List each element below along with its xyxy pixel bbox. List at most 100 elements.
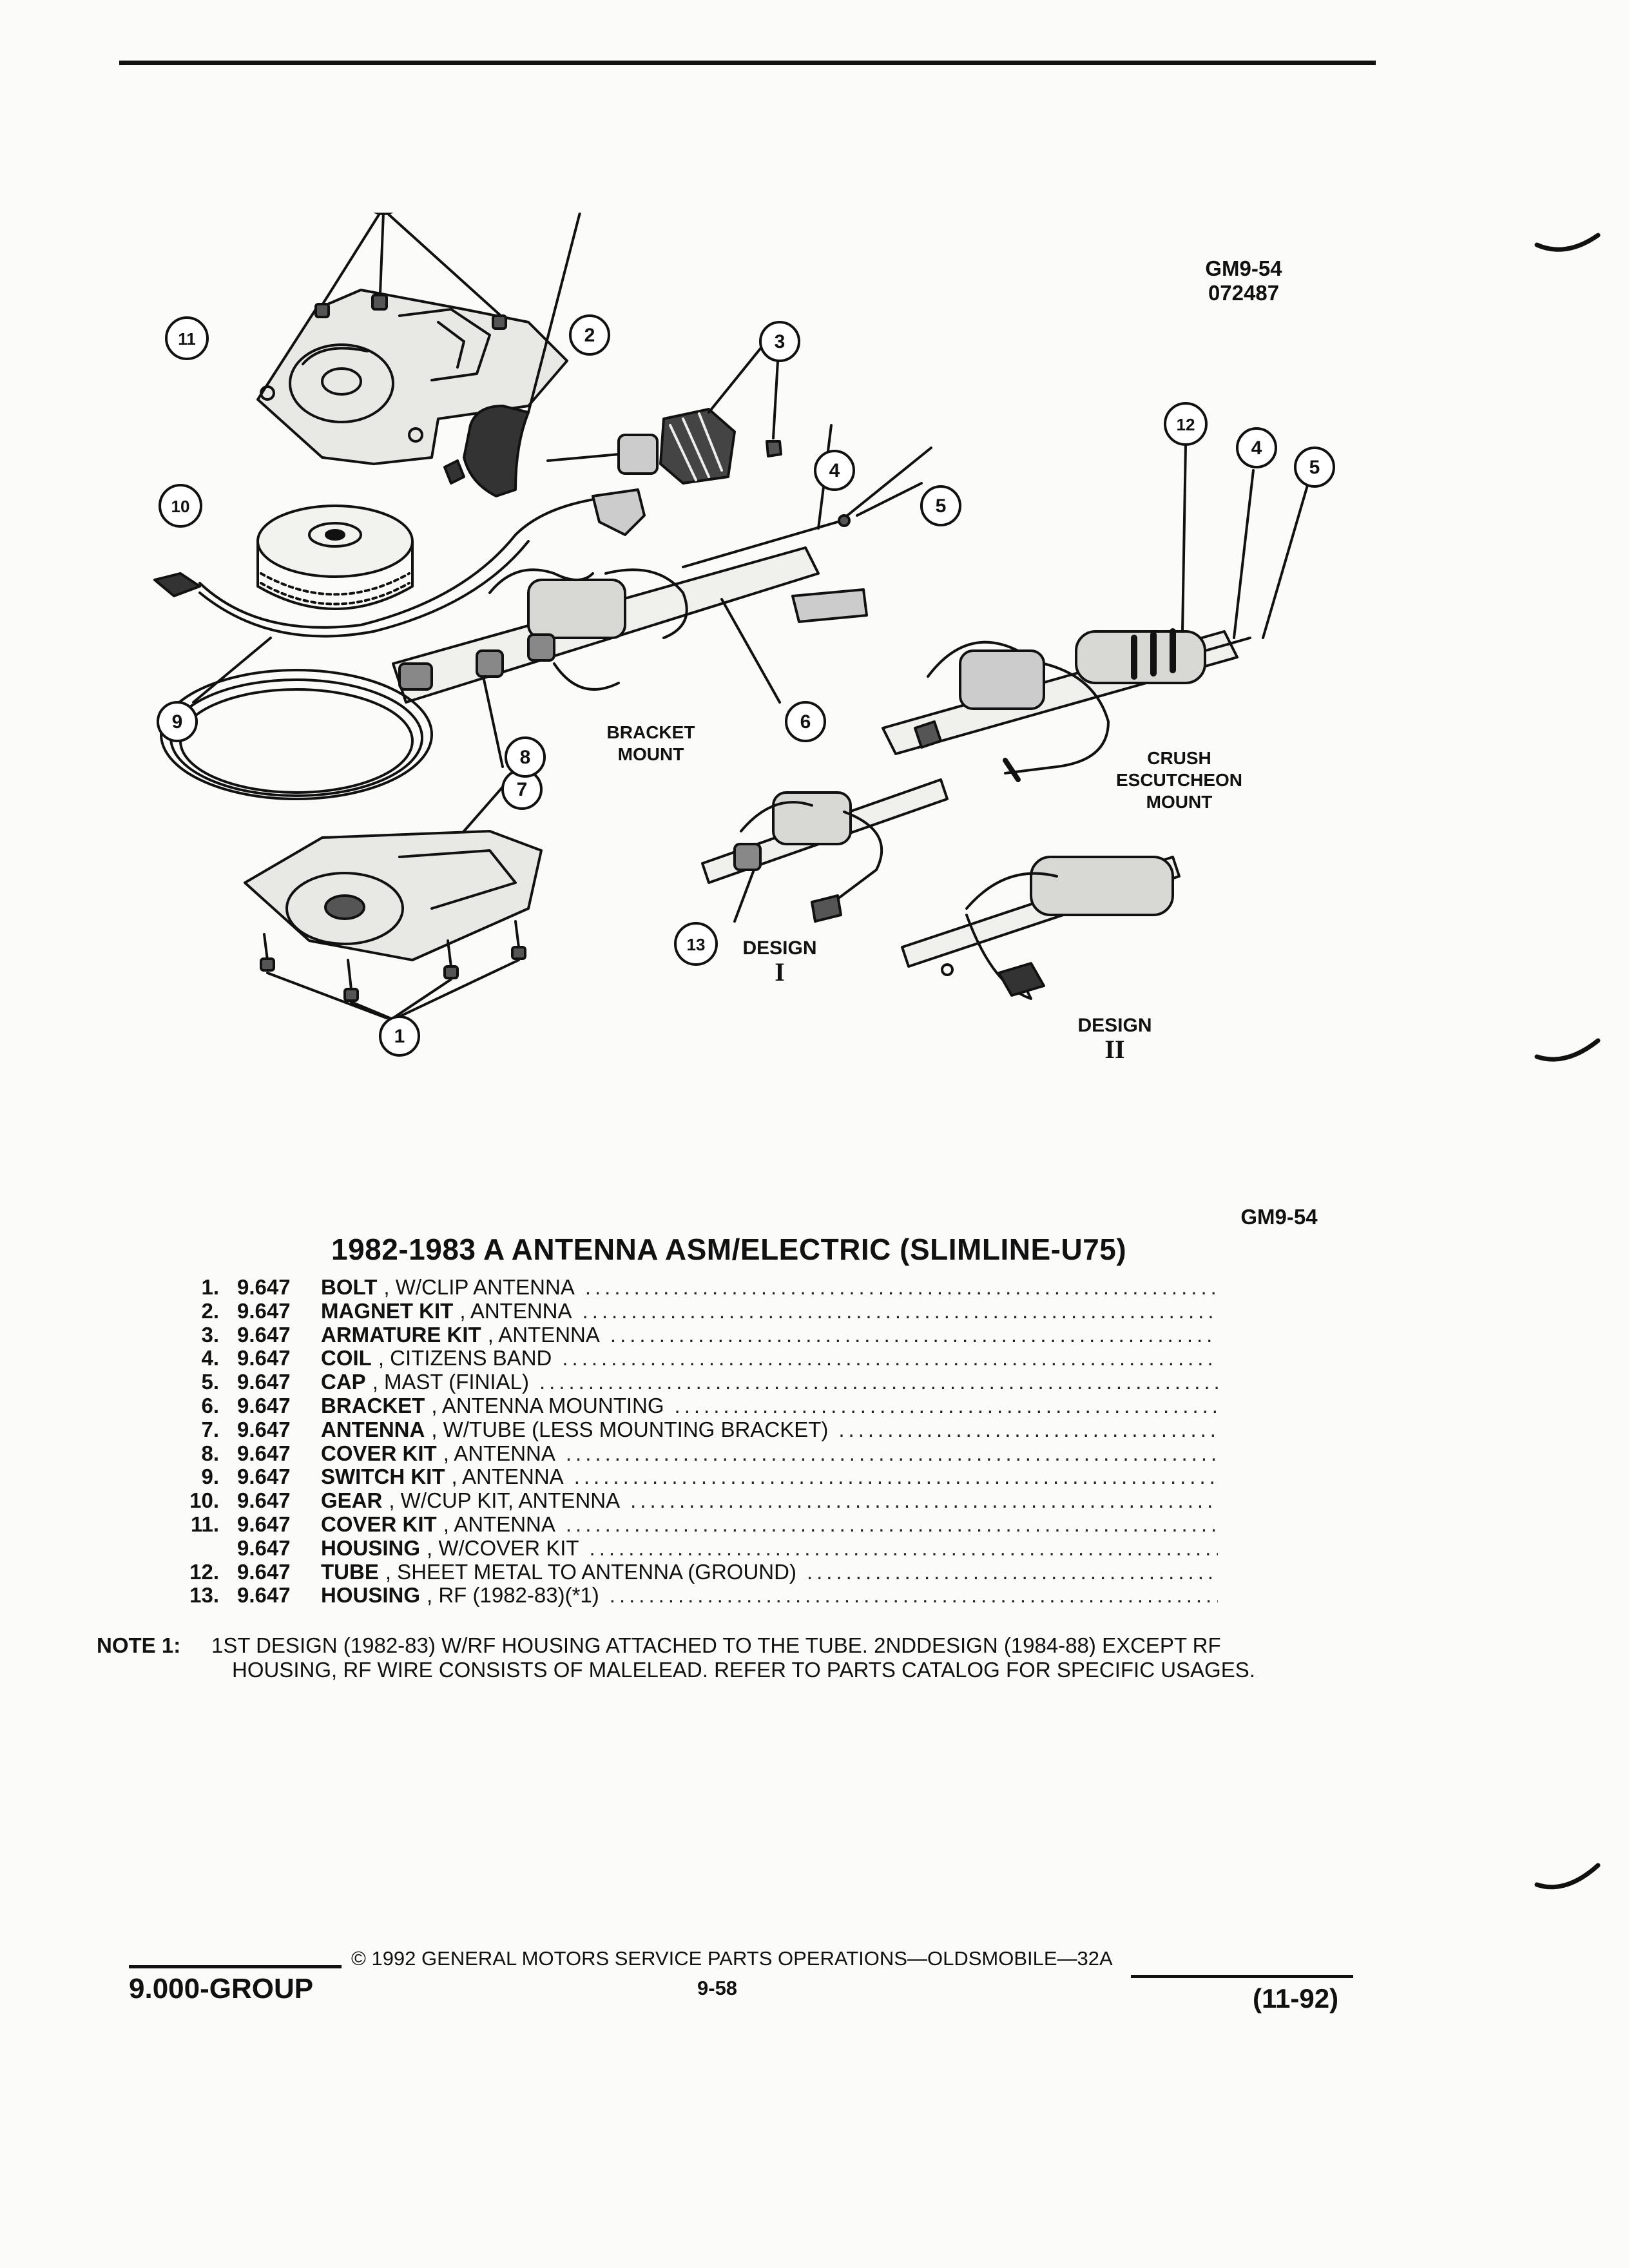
footer-group: 9.000-GROUP	[129, 1973, 314, 2004]
part-name: BRACKET	[321, 1394, 425, 1418]
footer-date: (11-92)	[1253, 1983, 1339, 2013]
part-group: 9.647	[237, 1559, 291, 1584]
note-line-1: 1ST DESIGN (1982-83) W/RF HOUSING ATTACH…	[211, 1633, 1221, 1657]
callout-5-crush: 5	[1294, 447, 1335, 488]
part-name: HOUSING	[321, 1536, 421, 1560]
part-group: 9.647	[237, 1441, 291, 1465]
bracket-mount-label: BRACKET MOUNT	[606, 722, 695, 764]
leader-dots	[610, 1323, 1218, 1347]
callout-2: 2	[569, 314, 610, 356]
part-row: 9. 9.647 SWITCH KIT, ANTENNA	[161, 1465, 1218, 1489]
leader-dots	[807, 1561, 1218, 1584]
leader-dots	[566, 1513, 1218, 1537]
part-name: GEAR	[321, 1489, 383, 1513]
svg-text:7: 7	[517, 779, 528, 800]
part-name: COVER KIT	[321, 1441, 437, 1465]
part-number: 12.	[189, 1559, 219, 1584]
part-group: 9.647	[237, 1417, 291, 1441]
part-description: BOLT, W/CLIP ANTENNA	[321, 1276, 1218, 1300]
part-name: TUBE	[321, 1560, 379, 1584]
footer-page-number: 9-58	[697, 1977, 738, 1999]
callout-10: 10	[159, 484, 202, 528]
footer-copyright: © 1992 GENERAL MOTORS SERVICE PARTS OPER…	[351, 1947, 1113, 1970]
figure-code-bottom: GM9-54	[1240, 1205, 1318, 1229]
switch-kit	[153, 488, 646, 704]
callout-4: 4	[814, 450, 855, 491]
callout-1-bottom: 1	[379, 1015, 420, 1057]
callout-4-crush: 4	[1236, 427, 1277, 468]
part-detail: , W/COVER KIT	[427, 1536, 579, 1560]
figure-code-date: 072487	[1208, 281, 1280, 305]
part-number: 8.	[201, 1441, 219, 1465]
part-number: 10.	[189, 1488, 219, 1513]
part-group: 9.647	[237, 1583, 291, 1608]
svg-text:1: 1	[394, 1026, 405, 1047]
antenna-cable-coil	[160, 669, 433, 800]
figure-code-top: GM9-54	[1205, 256, 1282, 280]
part-name: ARMATURE KIT	[321, 1323, 481, 1347]
leader-dots	[539, 1370, 1218, 1394]
svg-text:11: 11	[178, 329, 196, 349]
part-detail: , RF (1982-83)(*1)	[427, 1584, 599, 1608]
part-group: 9.647	[237, 1512, 291, 1536]
footer-rule-left	[129, 1965, 342, 1968]
leader-dots	[630, 1489, 1218, 1513]
part-detail: , ANTENNA	[451, 1465, 564, 1489]
part-group: 9.647	[237, 1465, 291, 1489]
part-description: SWITCH KIT, ANTENNA	[321, 1465, 1218, 1489]
note-tag: NOTE 1:	[97, 1633, 181, 1657]
callout-8: 8	[505, 736, 546, 778]
design-2-label: DESIGN II	[1077, 1015, 1152, 1064]
part-number: 7.	[201, 1417, 219, 1441]
callout-6: 6	[785, 701, 826, 742]
part-group: 9.647	[237, 1275, 291, 1299]
part-group: 9.647	[237, 1322, 291, 1347]
top-rule	[119, 61, 1376, 65]
svg-text:3: 3	[775, 331, 786, 352]
crush-escutcheon-mount	[882, 443, 1309, 782]
part-number: 11.	[190, 1512, 219, 1536]
part-number: 4.	[201, 1346, 219, 1370]
part-description: CAP, MAST (FINIAL)	[321, 1370, 1218, 1394]
part-name: HOUSING	[321, 1584, 421, 1608]
svg-text:5: 5	[936, 495, 947, 517]
svg-text:9: 9	[172, 711, 183, 733]
part-detail: , CITIZENS BAND	[378, 1347, 552, 1370]
design-2-assembly	[901, 856, 1181, 1000]
part-description: MAGNET KIT, ANTENNA	[321, 1300, 1218, 1323]
svg-text:6: 6	[800, 711, 811, 733]
exploded-parts-diagram: 1 2 3 4 5 6 7 8 9 10 11 12 4 5 13 1	[153, 213, 1335, 1057]
leader-dots	[610, 1584, 1218, 1608]
part-description: ARMATURE KIT, ANTENNA	[321, 1323, 1218, 1347]
part-number: 9.	[201, 1465, 219, 1489]
leader-dots	[566, 1442, 1218, 1466]
part-group: 9.647	[237, 1370, 291, 1394]
part-number: 2.	[201, 1298, 219, 1323]
crush-escutcheon-mount-label: CRUSH ESCUTCHEON MOUNT	[1115, 748, 1242, 812]
part-name: ANTENNA	[321, 1418, 425, 1441]
part-detail: , W/CUP KIT, ANTENNA	[389, 1489, 621, 1513]
part-description: GEAR, W/CUP KIT, ANTENNA	[321, 1489, 1218, 1513]
svg-text:4: 4	[1251, 437, 1262, 459]
leader-dots	[675, 1394, 1218, 1418]
svg-text:5: 5	[1309, 457, 1320, 478]
part-detail: , ANTENNA	[443, 1512, 555, 1536]
svg-text:8: 8	[520, 747, 531, 768]
part-detail: , W/CLIP ANTENNA	[383, 1276, 575, 1299]
magnet-kit	[443, 213, 581, 497]
part-description: COIL , CITIZENS BAND	[321, 1347, 1218, 1370]
part-group: 9.647	[237, 1393, 291, 1418]
part-name: COIL	[321, 1347, 372, 1370]
svg-text:13: 13	[687, 935, 706, 954]
design-1-label: DESIGN I	[742, 937, 817, 986]
part-name: CAP	[321, 1370, 366, 1394]
